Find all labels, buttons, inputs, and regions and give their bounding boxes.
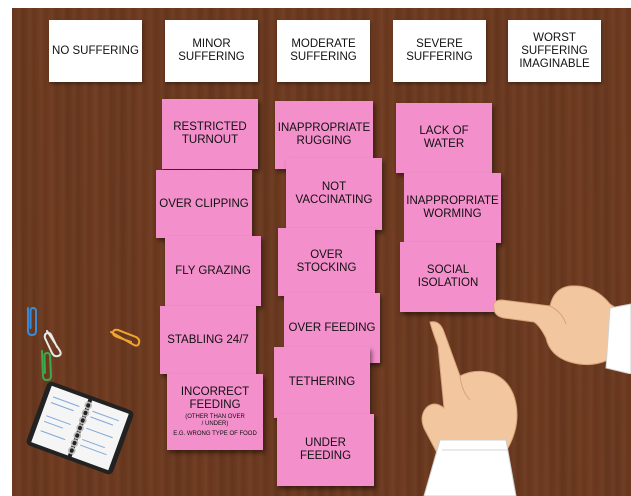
sticky-note: UNDER FEEDING: [277, 414, 374, 486]
note-text: RESTRICTED TURNOUT: [173, 121, 247, 146]
paperclip-icon: [43, 330, 62, 358]
note-text: LACK OF WATER: [419, 125, 469, 150]
column-header-label: MINOR SUFFERING: [178, 38, 245, 63]
column-header-moderate: MODERATE SUFFERING: [277, 20, 370, 82]
column-header-label: WORST SUFFERING IMAGINABLE: [519, 31, 590, 70]
column-header-label: SEVERE SUFFERING: [406, 38, 473, 63]
sticky-note: NOT VACCINATING: [286, 158, 382, 230]
column-header-severe: SEVERE SUFFERING: [393, 20, 486, 82]
note-subtext: (OTHER THAN OVER / UNDER): [185, 414, 245, 427]
note-text: INAPPROPRIATE WORMING: [406, 195, 499, 220]
sticky-note: RESTRICTED TURNOUT: [162, 99, 258, 169]
column-header-label: NO SUFFERING: [52, 44, 139, 57]
note-text: STABLING 24/7: [167, 333, 249, 346]
sticky-note: LACK OF WATER: [396, 103, 492, 173]
notebook-icon: [26, 381, 134, 475]
note-text: FLY GRAZING: [175, 264, 251, 277]
sticky-note: OVER STOCKING: [278, 228, 375, 296]
sticky-note: INAPPROPRIATE RUGGING: [275, 101, 373, 169]
wooden-table: NO SUFFERING MINOR SUFFERING MODERATE SU…: [12, 8, 631, 496]
note-text: NOT VACCINATING: [295, 181, 373, 206]
column-header-label: MODERATE SUFFERING: [290, 38, 357, 63]
note-text: UNDER FEEDING: [299, 437, 352, 462]
note-text: OVER CLIPPING: [159, 197, 249, 210]
sticky-note: OVER CLIPPING: [156, 170, 252, 238]
note-text: OVER STOCKING: [296, 249, 357, 274]
note-text: INCORRECT FEEDING: [180, 386, 250, 411]
note-text: SOCIAL ISOLATION: [417, 264, 479, 289]
pointing-hand-icon: [493, 285, 631, 374]
column-header-no-suffering: NO SUFFERING: [49, 20, 142, 82]
sticky-note: INCORRECT FEEDING (OTHER THAN OVER / UND…: [167, 374, 263, 450]
note-subtext: E.G. WRONG TYPE OF FOOD: [173, 431, 257, 437]
note-text: TETHERING: [288, 376, 356, 388]
paperclip-icon: [41, 350, 53, 382]
note-text: INAPPROPRIATE RUGGING: [277, 122, 371, 147]
sticky-note: TETHERING: [274, 347, 370, 418]
sticky-note: SOCIAL ISOLATION: [400, 242, 496, 312]
sticky-note: INAPPROPRIATE WORMING: [404, 173, 501, 243]
note-text: OVER FEEDING: [288, 321, 376, 334]
column-header-minor: MINOR SUFFERING: [165, 20, 258, 82]
paperclip-icon: [110, 328, 141, 347]
column-header-worst: WORST SUFFERING IMAGINABLE: [508, 20, 601, 82]
pointing-hand-icon: [421, 321, 518, 496]
paperclip-icon: [27, 306, 37, 337]
sticky-note: FLY GRAZING: [165, 236, 261, 306]
sticky-note: STABLING 24/7: [160, 306, 256, 374]
